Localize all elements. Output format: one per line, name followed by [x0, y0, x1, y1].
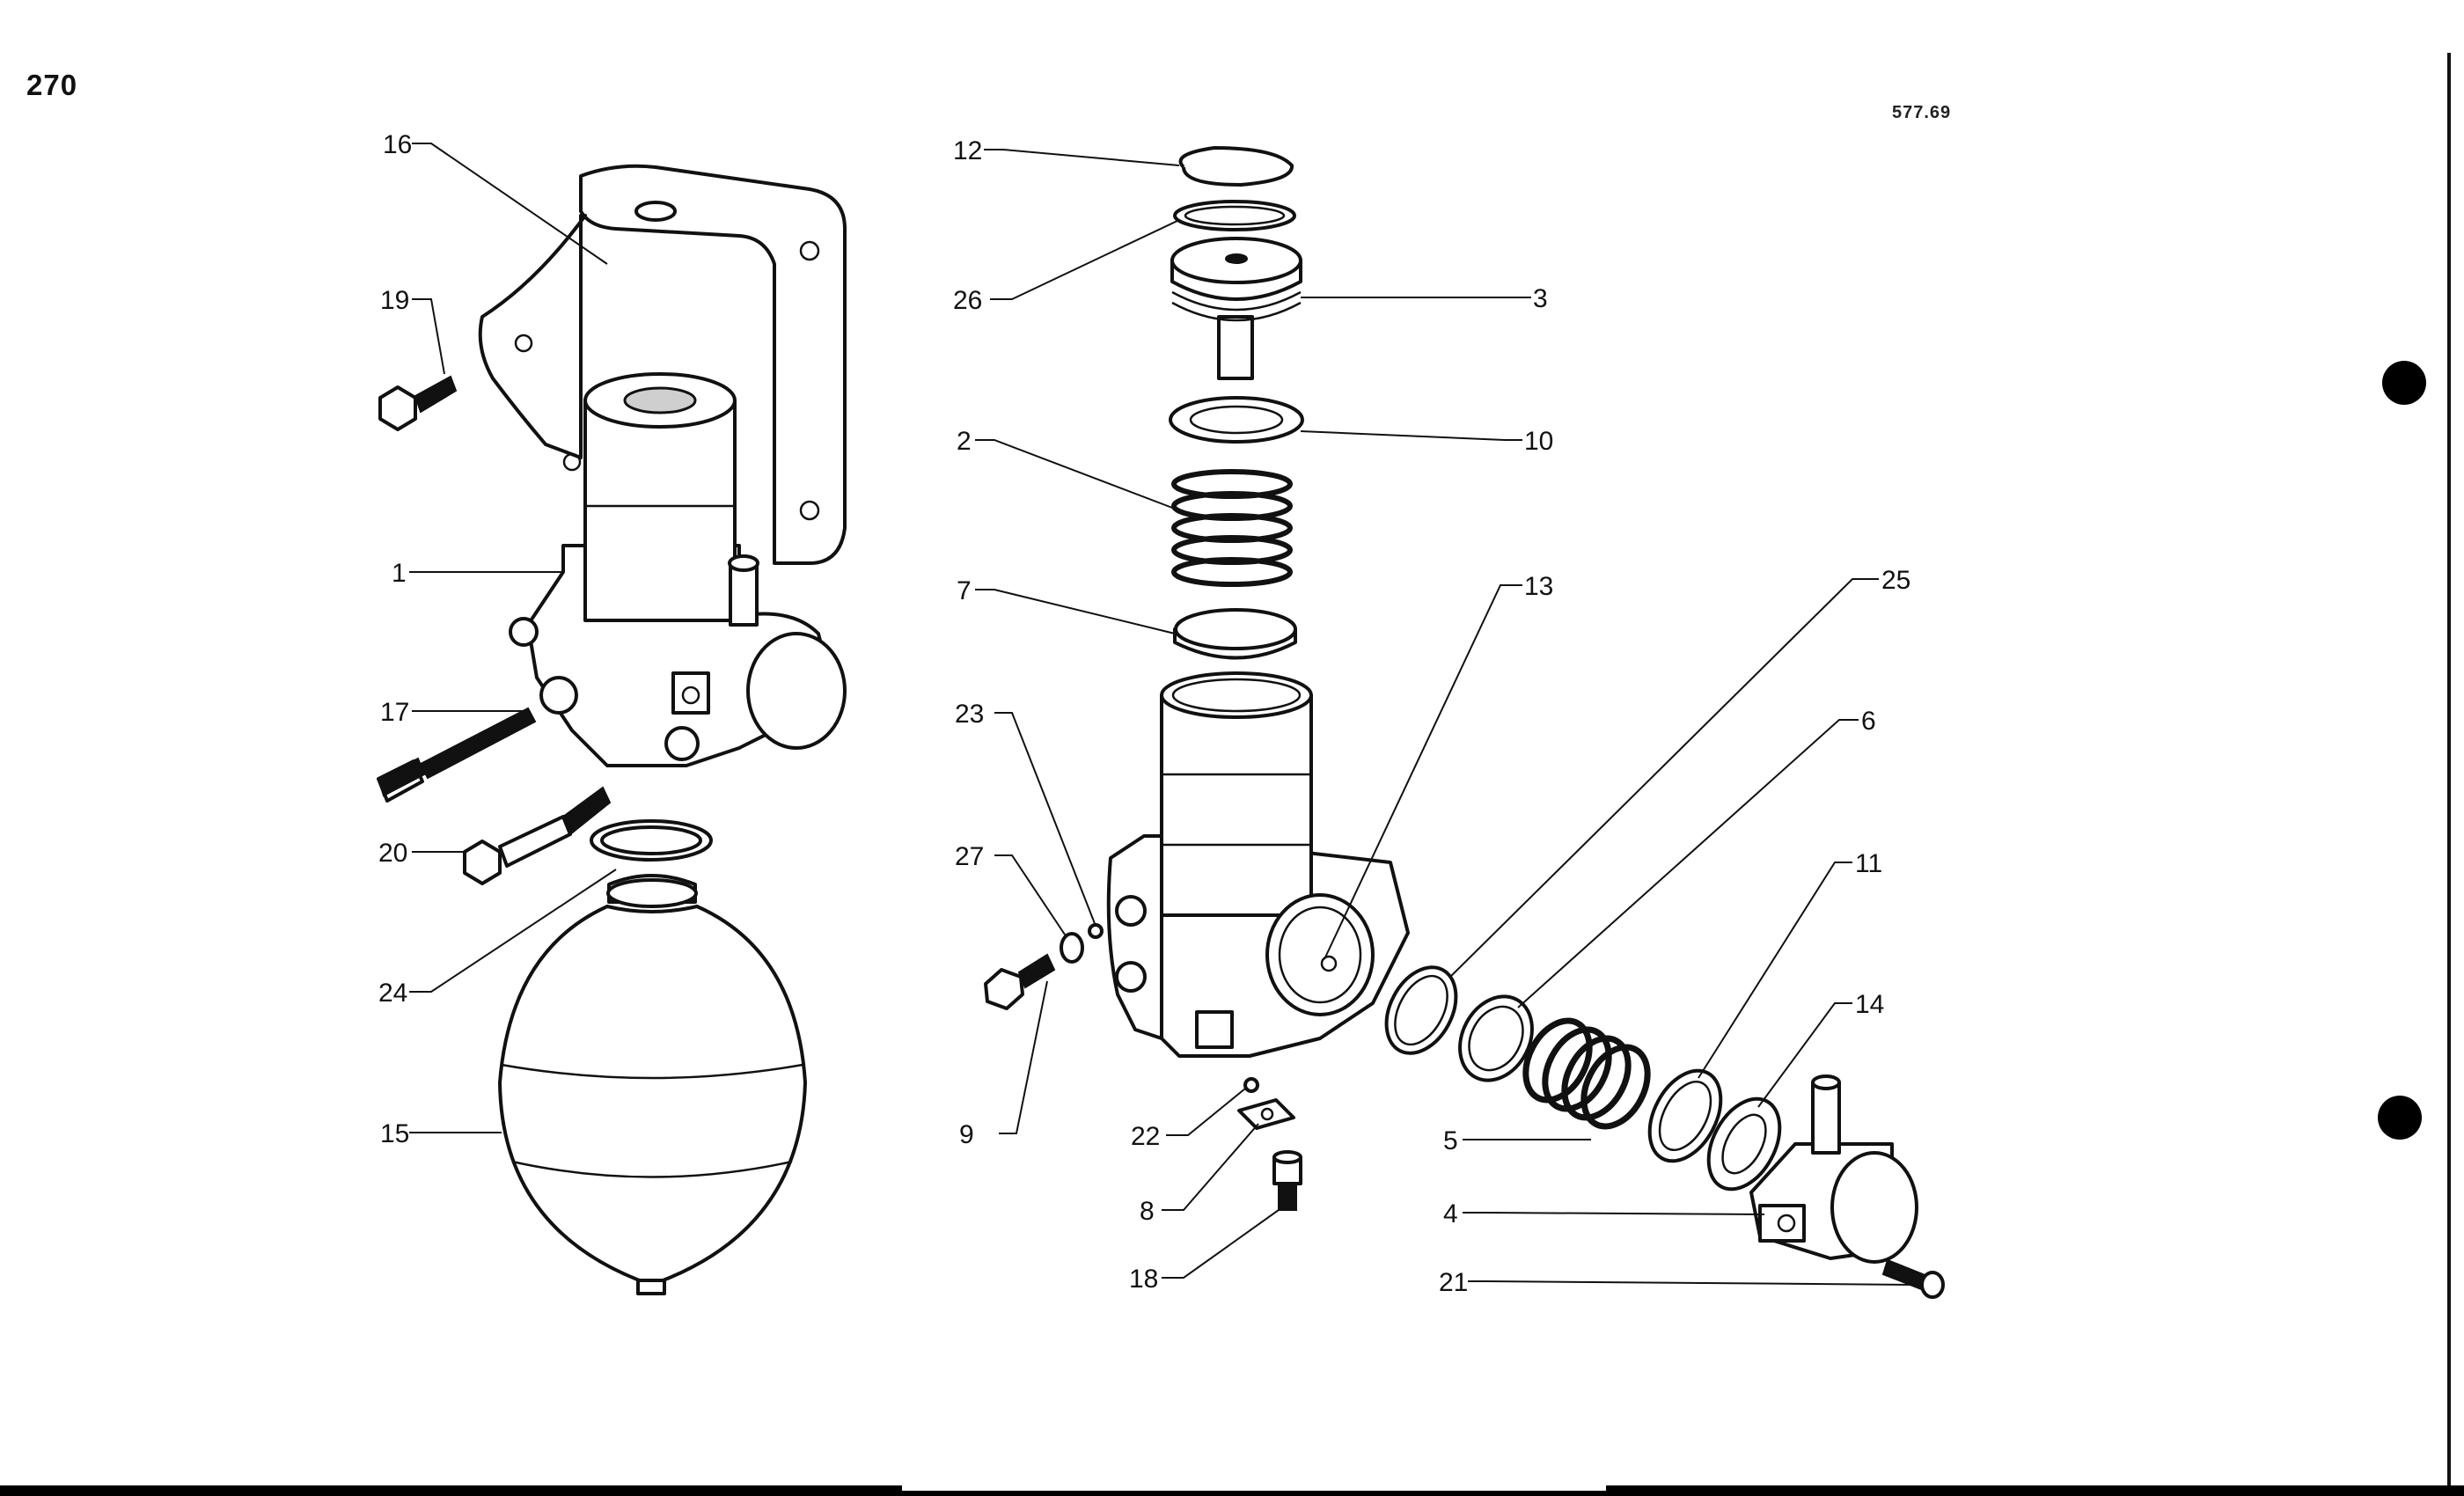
binder-hole-top [2382, 361, 2426, 405]
callout-25: 25 [1881, 566, 1910, 595]
part-1-valve-body [509, 372, 847, 767]
callout-7: 7 [957, 576, 972, 605]
binder-holes [2378, 361, 2426, 1140]
callout-20: 20 [378, 839, 407, 868]
callout-13: 13 [1524, 572, 1553, 601]
callout-18: 18 [1129, 1265, 1158, 1294]
callout-8: 8 [1140, 1197, 1155, 1226]
callout-15: 15 [380, 1119, 409, 1148]
part-21-screw [1881, 1258, 1945, 1299]
callout-4: 4 [1443, 1199, 1458, 1228]
bottom-edge-bars [0, 1485, 2464, 1496]
part-9-bleed-screw [984, 953, 1056, 1010]
part-19-bolt [378, 375, 458, 431]
callout-21: 21 [1439, 1268, 1468, 1297]
part-23-ball [1088, 923, 1104, 939]
callout-12: 12 [953, 136, 982, 165]
callout-23: 23 [955, 700, 984, 729]
callout-11: 11 [1855, 849, 1882, 878]
callout-5: 5 [1443, 1126, 1458, 1155]
callout-27: 27 [955, 842, 984, 871]
callout-2: 2 [957, 427, 972, 456]
part-12-circlip [1178, 146, 1294, 187]
part-26-seal [1173, 200, 1296, 231]
part-7-cup [1173, 608, 1297, 660]
callout-3: 3 [1533, 284, 1548, 313]
part-18-screw [1272, 1150, 1302, 1211]
part-10-washer [1169, 396, 1304, 444]
callout-22: 22 [1131, 1122, 1160, 1151]
part-20-bolt [463, 786, 612, 885]
part-14-washer [1706, 1096, 1782, 1192]
cylinder-housing [1106, 671, 1410, 1058]
part-6-cup [1458, 994, 1534, 1082]
callout-26: 26 [953, 286, 982, 315]
callout-19: 19 [380, 286, 409, 315]
callout-14: 14 [1855, 990, 1884, 1019]
part-4-end-cap [1749, 1074, 1918, 1264]
part-24-seal [590, 819, 713, 862]
part-22-ball [1243, 1077, 1259, 1093]
part-16-bracket [478, 164, 847, 565]
callout-16: 16 [383, 130, 412, 159]
part-3-piston-cap [1170, 237, 1302, 380]
callout-10: 10 [1524, 427, 1553, 456]
binder-hole-bottom [2378, 1096, 2422, 1140]
drawing-reference: 577.69 [1892, 103, 1952, 122]
part-5-spring [1522, 1017, 1651, 1130]
part-8-clip [1237, 1098, 1295, 1130]
callout-labels: 16 19 1 17 20 24 15 12 26 3 10 2 7 13 25… [378, 130, 1910, 1297]
part-15-accumulator-sphere [498, 874, 807, 1295]
callout-24: 24 [378, 979, 407, 1008]
callout-6: 6 [1861, 707, 1876, 736]
callout-1: 1 [392, 559, 407, 588]
part-17-stud [377, 707, 537, 803]
part-2-spring [1171, 469, 1293, 587]
callout-17: 17 [380, 698, 409, 727]
callout-9: 9 [959, 1120, 974, 1149]
part-11-washer [1647, 1068, 1723, 1163]
page-number: 270 [26, 69, 78, 101]
leader-lines [409, 143, 1919, 1286]
part-27-seal-ring [1060, 932, 1084, 964]
part-25-seal [1384, 965, 1458, 1055]
